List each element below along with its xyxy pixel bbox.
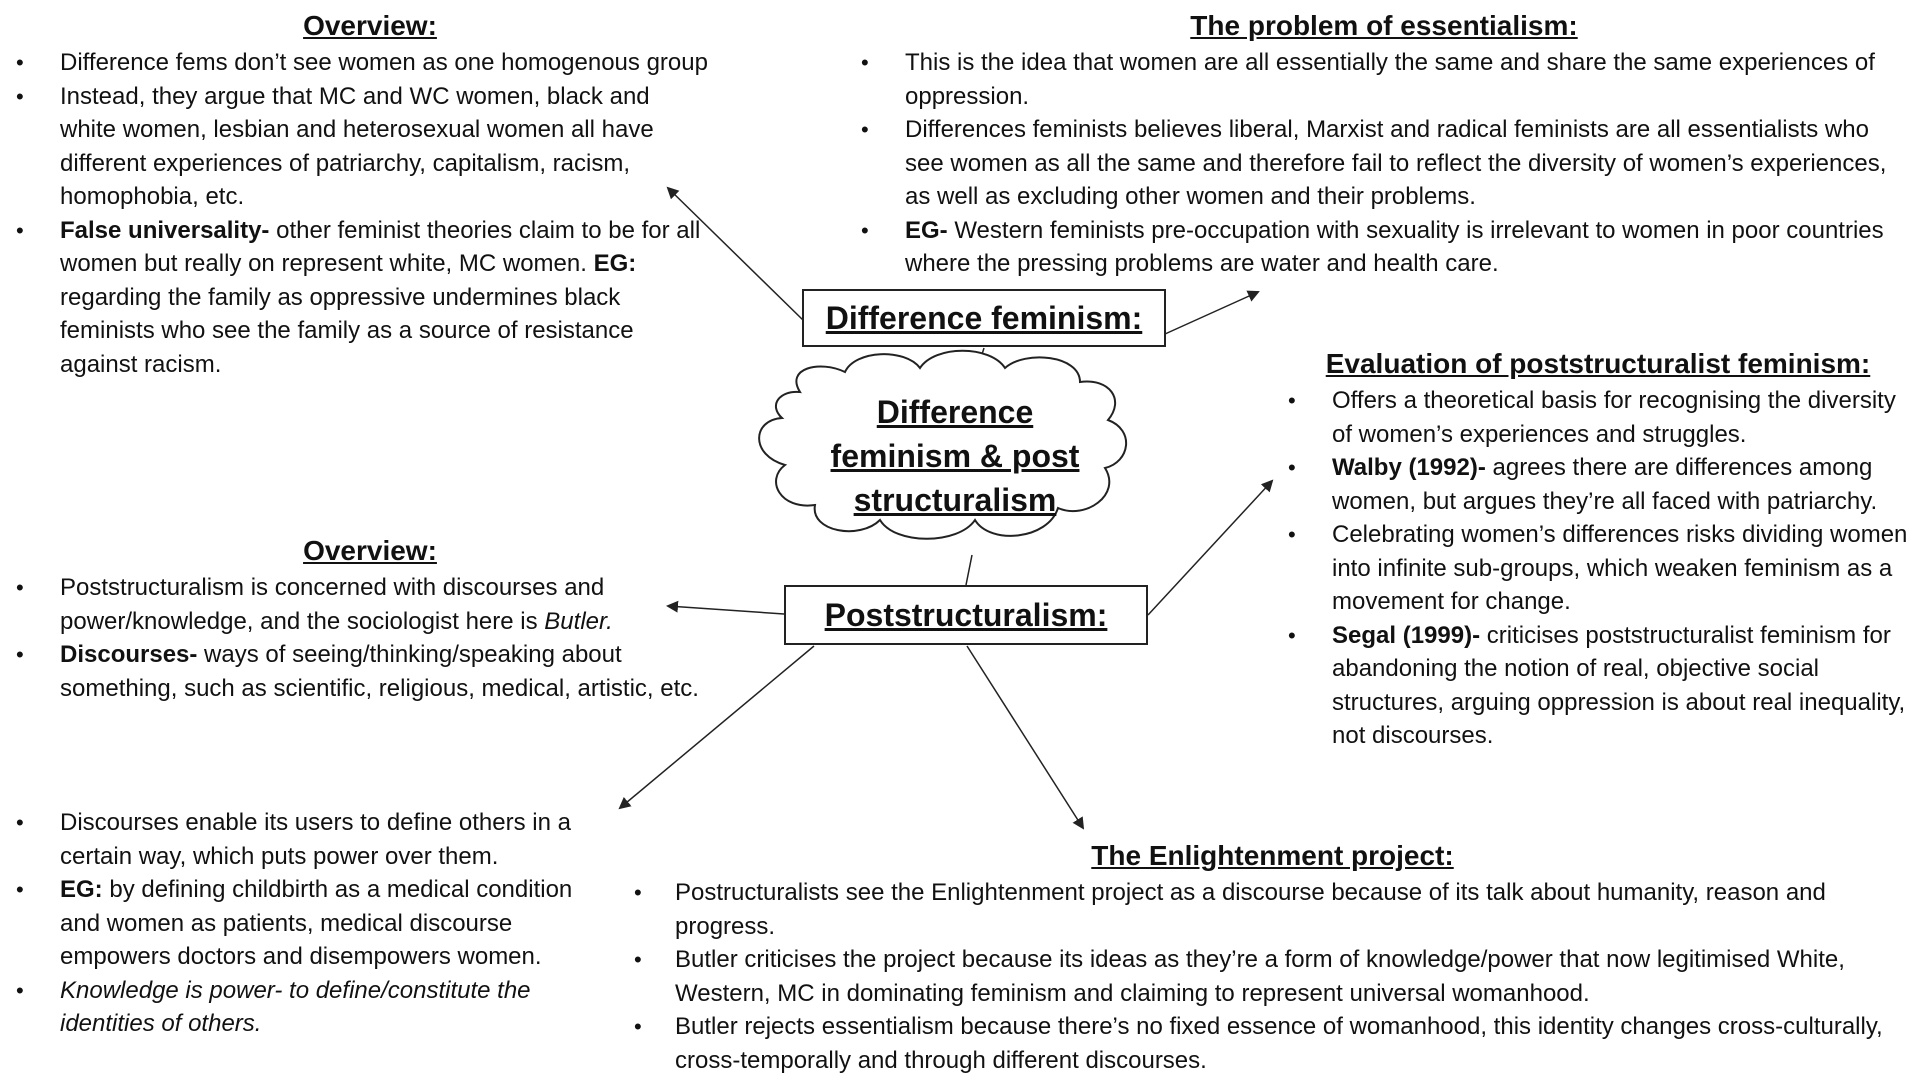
difference-feminism-node: Difference feminism: [802, 289, 1166, 347]
list-item: • EG- Western feminists pre-occupation w… [861, 216, 1884, 278]
arrow-to-evaluation [1147, 479, 1274, 616]
overview-post-list: • Poststructuralism is concerned with di… [10, 571, 710, 705]
poststructuralism-node: Poststructuralism: [784, 585, 1148, 645]
list-item: • Differences feminists believes liberal… [861, 116, 1887, 210]
overview-difference-block: Overview: • Difference fems don’t see wo… [10, 10, 710, 381]
list-item: • Postructuralists see the Enlightenment… [634, 879, 1826, 940]
list-item: • Poststructuralism is concerned with di… [16, 574, 613, 635]
arrow-to-post-overview [666, 600, 785, 615]
list-item: • Instead, they argue that MC and WC wom… [16, 82, 654, 211]
list-item: • Butler rejects essentialism because th… [634, 1013, 1883, 1074]
arrow-to-overview [666, 186, 806, 323]
essentialism-heading: The problem of essentialism: [1190, 10, 1578, 41]
center-topic-title: Difference feminism & post structuralism [800, 390, 1110, 522]
overview-difference-heading: Overview: [303, 10, 437, 41]
enlightenment-heading: The Enlightenment project: [1091, 840, 1454, 871]
list-item: • Discourses- ways of seeing/thinking/sp… [16, 641, 699, 702]
list-item: • This is the idea that women are all es… [861, 49, 1875, 110]
list-item: • Difference fems don’t see women as one… [16, 49, 708, 76]
evaluation-heading: Evaluation of poststructuralist feminism… [1325, 348, 1871, 379]
list-item: • Discourses enable its users to define … [16, 809, 571, 870]
overview-post-heading: Overview: [303, 535, 437, 566]
essentialism-block: The problem of essentialism: • This is t… [855, 10, 1913, 281]
overview-post-block: Overview: • Poststructuralism is concern… [10, 535, 710, 705]
discourses-block: • Discourses enable its users to define … [10, 806, 610, 1041]
evaluation-list: • Offers a theoretical basis for recogni… [1282, 384, 1914, 753]
center-title-line1: Difference [876, 394, 1034, 430]
center-title-line3: structuralism [853, 482, 1057, 518]
arrow-to-discourses [618, 645, 815, 810]
list-item: • EG: by defining childbirth as a medica… [16, 876, 573, 970]
list-item: • Segal (1999)- criticises poststructura… [1288, 621, 1906, 750]
list-item: • False universality- other feminist the… [16, 216, 701, 378]
overview-difference-list: • Difference fems don’t see women as one… [10, 46, 710, 381]
arrow-to-enlightenment [966, 645, 1085, 830]
essentialism-list: • This is the idea that women are all es… [855, 46, 1913, 281]
enlightenment-list: • Postructuralists see the Enlightenment… [630, 876, 1915, 1077]
list-item: • Offers a theoretical basis for recogni… [1288, 387, 1896, 448]
list-item: • Knowledge is power- to define/constitu… [16, 976, 531, 1038]
list-item: • Walby (1992)- agrees there are differe… [1288, 454, 1878, 515]
list-item: • Butler criticises the project because … [634, 946, 1845, 1007]
difference-feminism-label: Difference feminism: [825, 299, 1143, 336]
center-title-line2: feminism & post [830, 438, 1080, 474]
center-cloud-shape [758, 349, 1127, 540]
list-item: • Celebrating women’s differences risks … [1288, 521, 1908, 615]
poststructuralism-label: Poststructuralism: [824, 596, 1108, 633]
evaluation-block: Evaluation of poststructuralist feminism… [1282, 348, 1914, 753]
line-cloud-to-post [965, 554, 973, 586]
arrow-to-essentialism [1164, 290, 1260, 335]
discourses-list: • Discourses enable its users to define … [10, 806, 610, 1041]
enlightenment-block: The Enlightenment project: • Postructura… [630, 840, 1915, 1077]
